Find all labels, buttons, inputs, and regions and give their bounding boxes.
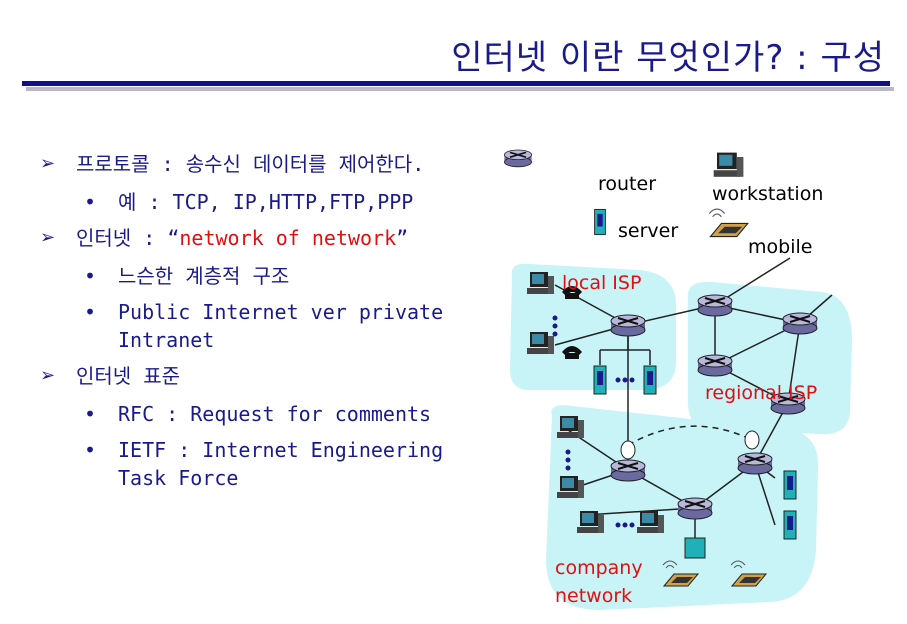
company-network-label-line1: company — [555, 557, 643, 579]
dot-bullet-icon: • — [84, 300, 97, 324]
sub-bullet-ietf: • IETF : Internet Engineering Task Force — [40, 436, 490, 492]
dot-bullet-icon: • — [84, 264, 97, 288]
bullet-text: RFC : Request for comments — [118, 402, 432, 426]
slide-title: 인터넷 이란 무엇인가? : 구성 — [451, 38, 885, 78]
sub-bullet-rfc: • RFC : Request for comments — [40, 400, 490, 428]
sub-bullet-public-private: • Public Internet ver private Intranet — [40, 298, 490, 354]
legend-server-label: server — [618, 220, 678, 242]
bullet-text: Public Internet ver private Intranet — [118, 300, 444, 352]
arrow-bullet-icon: ➢ — [40, 227, 56, 248]
regional-isp-label: regional ISP — [705, 382, 817, 404]
dot-bullet-icon: • — [84, 438, 97, 462]
bullet-text: 느슨한 계층적 구조 — [118, 264, 290, 288]
legend-router-label: router — [598, 173, 656, 195]
bullet-internet: ➢ 인터넷 : “network of network” — [40, 224, 490, 252]
arrow-bullet-icon: ➢ — [40, 365, 56, 386]
bullet-protocol: ➢ 프로토콜 : 송수신 데이터를 제어한다. — [40, 150, 490, 178]
bullet-text: IETF : Internet Engineering Task Force — [118, 438, 444, 490]
bullet-standards: ➢ 인터넷 표준 — [40, 362, 490, 390]
ellipsis-dots — [552, 315, 635, 528]
bullet-list: ➢ 프로토콜 : 송수신 데이터를 제어한다. • 예 : TCP, IP,HT… — [40, 150, 490, 500]
sub-bullet-example: • 예 : TCP, IP,HTTP,FTP,PPP — [40, 188, 490, 216]
bullet-text: 프로토콜 : 송수신 데이터를 제어한다. — [76, 152, 425, 176]
bullet-suffix: ” — [396, 226, 409, 250]
bullet-text: 예 : TCP, IP,HTTP,FTP,PPP — [118, 190, 414, 214]
sub-bullet-hierarchy: • 느슨한 계층적 구조 — [40, 262, 490, 290]
network-diagram: router workstation server mobile local I… — [503, 149, 852, 610]
satellite-dish-icon — [620, 430, 760, 460]
local-isp-label: local ISP — [562, 272, 641, 294]
dot-bullet-icon: • — [84, 190, 97, 214]
company-network-label-line2: network — [555, 585, 632, 607]
title-underline-shadow — [26, 87, 894, 91]
legend-workstation-label: workstation — [712, 183, 823, 205]
bullet-highlight: network of network — [179, 226, 397, 250]
legend-mobile-label: mobile — [748, 236, 812, 258]
bullet-prefix: 인터넷 : “ — [76, 226, 180, 250]
title-underline — [22, 81, 890, 86]
hub-icon — [684, 537, 706, 559]
local-isp-region — [510, 263, 676, 390]
dot-bullet-icon: • — [84, 402, 97, 426]
bullet-text: 인터넷 표준 — [76, 364, 181, 388]
arrow-bullet-icon: ➢ — [40, 153, 56, 174]
